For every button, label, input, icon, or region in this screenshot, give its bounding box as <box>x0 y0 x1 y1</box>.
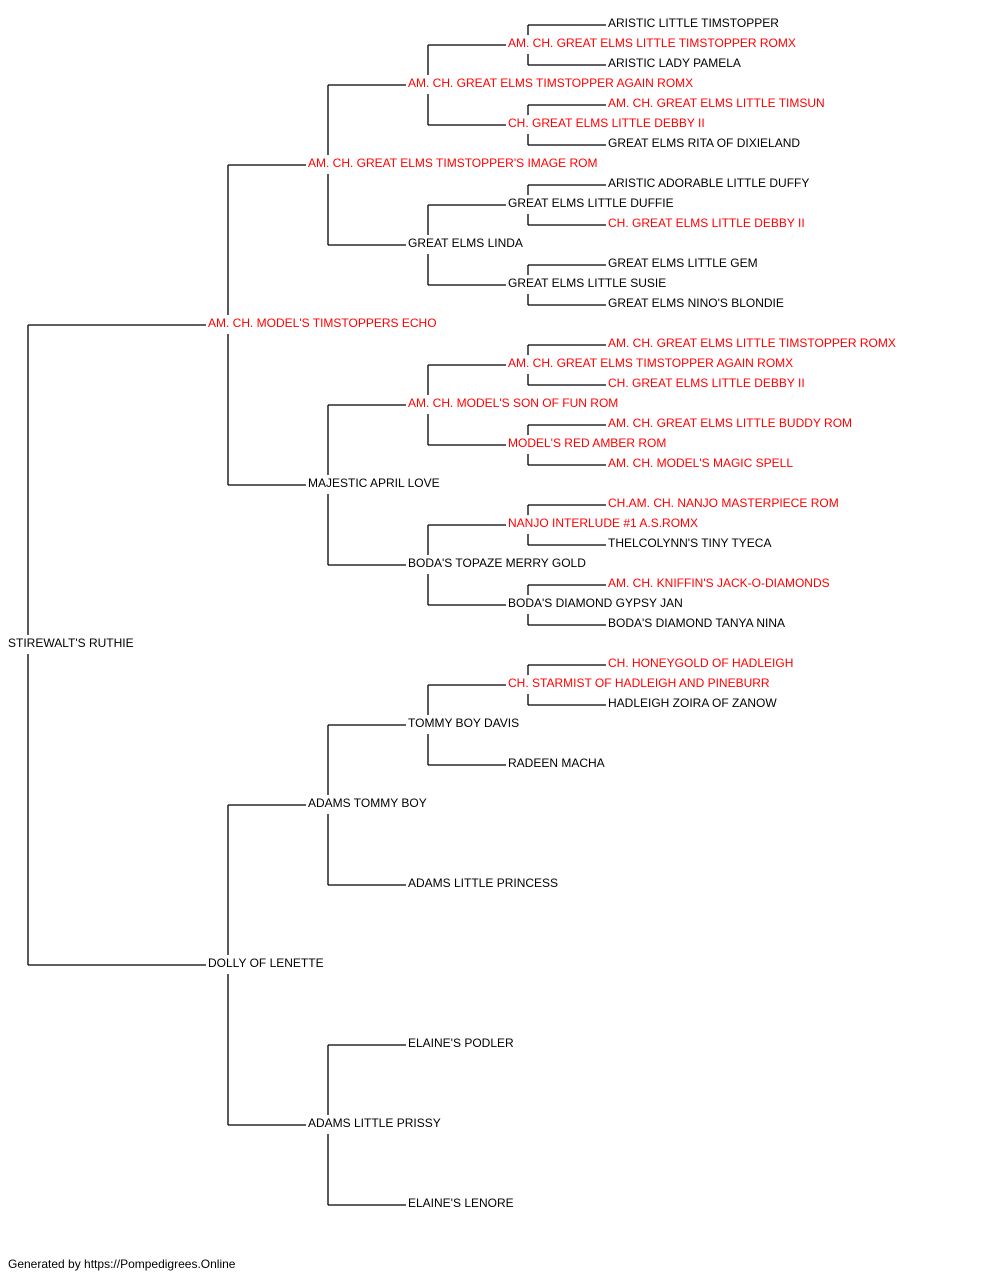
ancestor-name: GREAT ELMS LITTLE DUFFIE <box>508 196 674 210</box>
ancestor-name: GREAT ELMS RITA OF DIXIELAND <box>608 136 801 150</box>
ancestor-name: CH. STARMIST OF HADLEIGH AND PINEBURR <box>508 676 770 690</box>
ancestor-name: AM. CH. MODEL'S SON OF FUN ROM <box>408 396 619 410</box>
ancestor-name: AM. CH. GREAT ELMS LITTLE TIMSTOPPER ROM… <box>508 36 796 50</box>
ancestor-name: BODA'S DIAMOND TANYA NINA <box>608 616 785 630</box>
ancestor-name: MAJESTIC APRIL LOVE <box>308 476 440 490</box>
ancestor-name: ADAMS LITTLE PRINCESS <box>408 876 559 890</box>
ancestor-name: CH.AM. CH. NANJO MASTERPIECE ROM <box>608 496 839 510</box>
ancestor-name: MODEL'S RED AMBER ROM <box>508 436 667 450</box>
ancestor-name: BODA'S TOPAZE MERRY GOLD <box>408 556 586 570</box>
ancestor-name: AM. CH. GREAT ELMS LITTLE TIMSTOPPER ROM… <box>608 336 896 350</box>
ancestor-name: NANJO INTERLUDE #1 A.S.ROMX <box>508 516 699 530</box>
ancestor-name: THELCOLYNN'S TINY TYECA <box>608 536 772 550</box>
ancestor-name: CH. GREAT ELMS LITTLE DEBBY II <box>608 376 805 390</box>
ancestor-name: HADLEIGH ZOIRA OF ZANOW <box>608 696 777 710</box>
ancestor-name: CH. HONEYGOLD OF HADLEIGH <box>608 656 794 670</box>
ancestor-name: AM. CH. GREAT ELMS TIMSTOPPER AGAIN ROMX <box>508 356 794 370</box>
ancestor-name: CH. GREAT ELMS LITTLE DEBBY II <box>608 216 805 230</box>
ancestor-name: ARISTIC LITTLE TIMSTOPPER <box>608 16 779 30</box>
ancestor-name: RADEEN MACHA <box>508 756 605 770</box>
ancestor-name: AM. CH. GREAT ELMS TIMSTOPPER AGAIN ROMX <box>408 76 694 90</box>
ancestor-name: AM. CH. GREAT ELMS LITTLE BUDDY ROM <box>608 416 853 430</box>
ancestor-name: GREAT ELMS LINDA <box>408 236 523 250</box>
ancestor-name: AM. CH. GREAT ELMS TIMSTOPPER'S IMAGE RO… <box>308 156 598 170</box>
ancestor-name: TOMMY BOY DAVIS <box>408 716 520 730</box>
footer-credit: Generated by https://Pompedigrees.Online <box>8 1257 236 1271</box>
ancestor-name: ADAMS TOMMY BOY <box>308 796 427 810</box>
ancestor-name: DOLLY OF LENETTE <box>208 956 324 970</box>
ancestor-name: GREAT ELMS NINO'S BLONDIE <box>608 296 784 310</box>
ancestor-name: ELAINE'S LENORE <box>408 1196 514 1210</box>
ancestor-name: ARISTIC LADY PAMELA <box>608 56 741 70</box>
subject-dog-name: STIREWALT'S RUTHIE <box>8 636 134 650</box>
ancestor-name: ADAMS LITTLE PRISSY <box>308 1116 441 1130</box>
ancestor-name: AM. CH. MODEL'S TIMSTOPPERS ECHO <box>208 316 437 330</box>
ancestor-name: AM. CH. MODEL'S MAGIC SPELL <box>608 456 793 470</box>
ancestor-name: AM. CH. KNIFFIN'S JACK-O-DIAMONDS <box>608 576 830 590</box>
ancestor-name: GREAT ELMS LITTLE SUSIE <box>508 276 667 290</box>
ancestor-name: GREAT ELMS LITTLE GEM <box>608 256 758 270</box>
ancestor-name: AM. CH. GREAT ELMS LITTLE TIMSUN <box>608 96 825 110</box>
ancestor-name: BODA'S DIAMOND GYPSY JAN <box>508 596 683 610</box>
ancestor-name: CH. GREAT ELMS LITTLE DEBBY II <box>508 116 705 130</box>
ancestor-name: ARISTIC ADORABLE LITTLE DUFFY <box>608 176 810 190</box>
ancestor-name: ELAINE'S PODLER <box>408 1036 514 1050</box>
